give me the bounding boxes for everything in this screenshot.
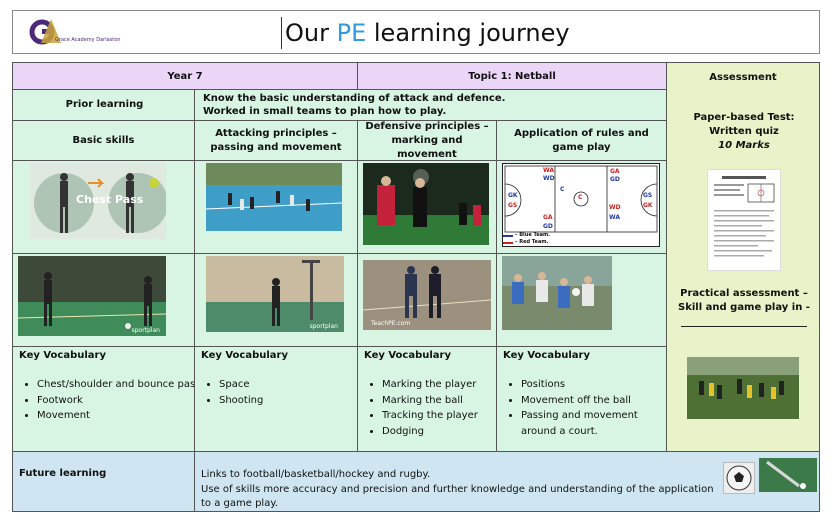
pos-right-wd: WD <box>609 204 621 211</box>
pos-right-gs: GS <box>643 192 653 199</box>
court-diagram: GK GS WA WD C C GA GD GS GK WD WA GA GD … <box>502 163 660 247</box>
vocab-item: Chest/shoulder and bounce pass <box>37 377 201 393</box>
vocab-cell-defensive: Key Vocabulary Marking the player Markin… <box>357 346 497 452</box>
title-highlight: PE <box>336 19 367 47</box>
game-play-image <box>502 256 612 330</box>
pos-top-wd: WD <box>543 175 555 182</box>
hockey-image <box>759 458 817 492</box>
vocab-item: Footwork <box>37 393 201 409</box>
assessment-header: Assessment <box>709 71 777 83</box>
col-title-defensive-text: Defensive principles – marking and movem… <box>365 120 489 160</box>
legend-red: – Red Team. <box>515 239 549 245</box>
vocab-item: Shooting <box>219 393 369 409</box>
vocab-list-defensive: Marking the player Marking the ball Trac… <box>364 377 512 439</box>
vocab-cell-basic: Key Vocabulary Chest/shoulder and bounce… <box>12 346 200 452</box>
pos-right-gk: GK <box>643 202 653 209</box>
col-title-rules: Application of rules and game play <box>496 120 667 161</box>
pos-left-gk: GK <box>508 192 518 199</box>
sportplan-watermark-1: sportplan <box>131 327 160 334</box>
col-title-basic-text: Basic skills <box>72 135 135 146</box>
future-learning-content: Links to football/basketball/hockey and … <box>194 451 820 512</box>
prior-learning-content: Know the basic understanding of attack a… <box>194 89 667 121</box>
year-label: Year 7 <box>167 70 203 82</box>
vocab-cell-rules: Key Vocabulary Positions Movement off th… <box>496 346 667 452</box>
vocab-item: Tracking the player <box>382 408 512 424</box>
col-title-rules-text: Application of rules and game play <box>514 127 649 153</box>
vocab-item: Movement <box>37 408 201 424</box>
prior-line-2: Worked in small teams to plan how to pla… <box>203 106 447 117</box>
pos-circle-c: C <box>578 194 583 201</box>
title-divider <box>281 17 282 49</box>
chest-pass-image: Chest Pass <box>30 163 166 239</box>
future-learning-label: Future learning <box>19 468 107 479</box>
sportplan-watermark-2: sportplan <box>309 323 338 330</box>
vocab-item: Passing and movement around a court. <box>521 408 671 439</box>
year-header: Year 7 <box>12 62 358 90</box>
pos-top-wa: WA <box>543 167 554 174</box>
future-line-1: Links to football/basketball/hockey and … <box>201 469 431 480</box>
title-prefix: Our <box>285 19 337 47</box>
col-title-basic: Basic skills <box>12 120 195 161</box>
vocab-heading-defensive: Key Vocabulary <box>364 350 451 361</box>
vocab-item: Marking the ball <box>382 393 512 409</box>
defensive-marking-image <box>363 163 489 245</box>
teachpe-watermark: TeachPE.com <box>371 320 411 327</box>
shooting-image: sportplan <box>206 256 344 332</box>
logo-text: Grace Academy Darlaston <box>55 37 121 43</box>
vocab-item: Space <box>219 377 369 393</box>
football-icon <box>723 462 755 494</box>
vocab-list-attacking: Space Shooting <box>201 377 369 408</box>
practical-assessment-text: Practical assessment – Skill and game pl… <box>678 288 810 313</box>
pos-centre-c: C <box>560 186 565 193</box>
pos-right-gd: GD <box>610 176 620 183</box>
logo-mark-icon <box>29 19 61 45</box>
col-title-attacking: Attacking principles – passing and movem… <box>194 120 358 161</box>
topic-header: Topic 1: Netball <box>357 62 667 90</box>
vocab-item: Marking the player <box>382 377 512 393</box>
paper-test-marks: 10 Marks <box>718 140 770 151</box>
col-title-defensive: Defensive principles – marking and movem… <box>357 120 497 161</box>
topic-label: Topic 1: Netball <box>468 70 556 82</box>
header-bar: Grace Academy Darlaston Our PE learning … <box>12 10 820 54</box>
school-logo: Grace Academy Darlaston <box>29 17 139 49</box>
sports-hall-pass-image: sportplan <box>18 256 166 336</box>
page-title: Our PE learning journey <box>285 18 570 48</box>
prior-line-1: Know the basic understanding of attack a… <box>203 93 506 104</box>
vocab-list-basic: Chest/shoulder and bounce pass Footwork … <box>19 377 201 424</box>
chest-pass-caption: Chest Pass <box>76 193 144 206</box>
dodging-image: TeachPE.com <box>363 260 491 330</box>
match-photo <box>687 357 799 419</box>
paper-test-title: Paper-based Test: Written quiz <box>693 112 795 137</box>
col-title-attacking-text: Attacking principles – passing and movem… <box>210 127 342 153</box>
vocab-cell-attacking: Key Vocabulary Space Shooting <box>194 346 358 452</box>
image-row-divider <box>12 253 667 254</box>
pos-bottom-ga: GA <box>543 214 553 221</box>
legend-blue: – Blue Team. <box>515 232 551 238</box>
quiz-sheet-image <box>707 169 781 271</box>
title-suffix: learning journey <box>366 19 570 47</box>
assessment-column: Assessment Paper-based Test: Written qui… <box>666 62 820 452</box>
vocab-list-rules: Positions Movement off the ball Passing … <box>503 377 671 439</box>
future-learning-label-cell: Future learning <box>12 451 195 512</box>
attacking-court-image <box>206 163 342 231</box>
vocab-heading-attacking: Key Vocabulary <box>201 350 288 361</box>
vocab-item: Movement off the ball <box>521 393 671 409</box>
pos-left-gs: GS <box>508 202 518 209</box>
prior-learning-label: Prior learning <box>65 99 144 110</box>
vocab-heading-rules: Key Vocabulary <box>503 350 590 361</box>
vocab-item: Dodging <box>382 424 512 440</box>
pos-right-wa: WA <box>609 214 620 221</box>
pos-bottom-gd: GD <box>543 223 553 230</box>
vocab-item: Positions <box>521 377 671 393</box>
practical-underline <box>681 326 807 327</box>
future-line-2: Use of skills more accuracy and precisio… <box>201 484 714 509</box>
prior-learning-label-cell: Prior learning <box>12 89 195 121</box>
pos-right-ga: GA <box>610 168 620 175</box>
vocab-heading-basic: Key Vocabulary <box>19 350 106 361</box>
